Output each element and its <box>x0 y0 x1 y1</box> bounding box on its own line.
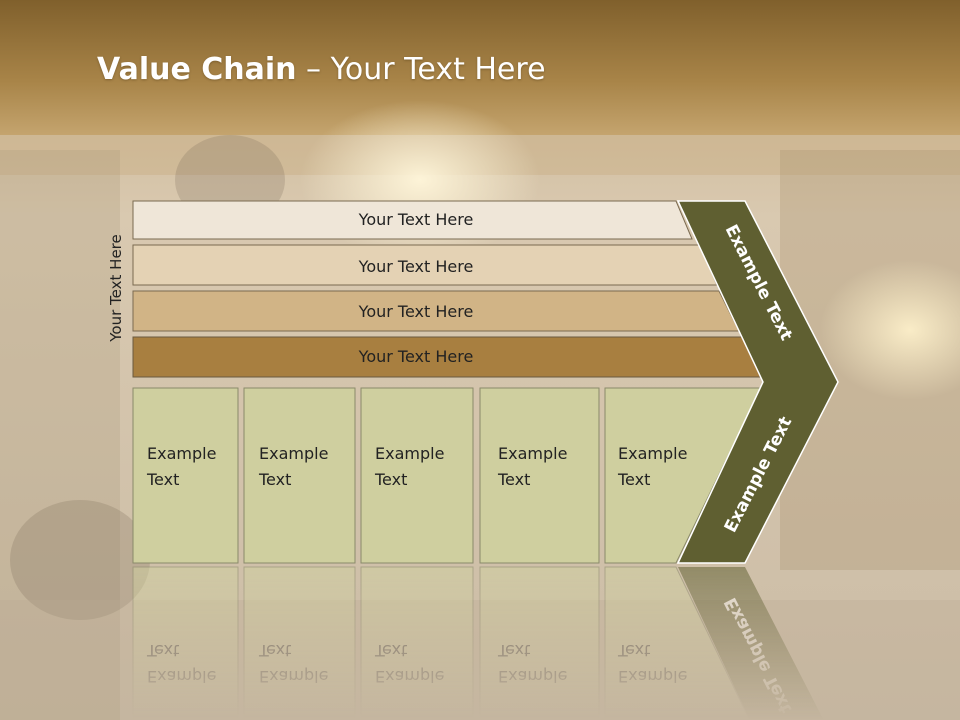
row-4-label: Your Text Here <box>358 347 474 366</box>
box-3-line2: Text <box>374 470 407 489</box>
reflection-box-2-line1: Example <box>259 667 328 686</box>
box-2-line1: Example <box>259 444 328 463</box>
chevron-shape <box>676 200 839 564</box>
reflection-box-4-line1: Example <box>498 667 567 686</box>
box-5-line2: Text <box>617 470 650 489</box>
side-label: Your Text Here <box>107 234 125 342</box>
box-3-line1: Example <box>375 444 444 463</box>
box-1 <box>132 387 239 564</box>
box-1-line2: Text <box>146 470 179 489</box>
support-activities: Your Text Here Your Text Here Your Text … <box>132 200 765 378</box>
title-rest: – Your Text Here <box>296 52 546 87</box>
row-1 <box>132 200 693 240</box>
reflection-box-1-line1: Example <box>147 667 216 686</box>
reflection-box-3-line2: Text <box>374 641 407 660</box>
diagram-reflection: Example Text Example Text Example Text E… <box>132 566 824 720</box>
box-4 <box>479 387 600 564</box>
row-3-label: Your Text Here <box>358 302 474 321</box>
box-3 <box>360 387 474 564</box>
reflection-box-4-line2: Text <box>497 641 530 660</box>
reflection-box-5-line2: Text <box>617 641 650 660</box>
box-2-line2: Text <box>258 470 291 489</box>
box-5-line1: Example <box>618 444 687 463</box>
title-bold: Value Chain <box>97 52 297 87</box>
row-2-label: Your Text Here <box>358 257 474 276</box>
slide-title: Value Chain – Your Text Here <box>97 52 546 87</box>
reflection-box-3-line1: Example <box>375 667 444 686</box>
reflection-box-5-line1: Example <box>618 667 687 686</box>
primary-activities: Example Text Example Text Example Text E… <box>132 387 761 564</box>
reflection-box-2-line2: Text <box>258 641 291 660</box>
row-1-label: Your Text Here <box>358 210 474 229</box>
box-4-line1: Example <box>498 444 567 463</box>
box-2 <box>243 387 356 564</box>
box-1-line1: Example <box>147 444 216 463</box>
box-4-line2: Text <box>497 470 530 489</box>
reflection-box-1-line2: Text <box>146 641 179 660</box>
